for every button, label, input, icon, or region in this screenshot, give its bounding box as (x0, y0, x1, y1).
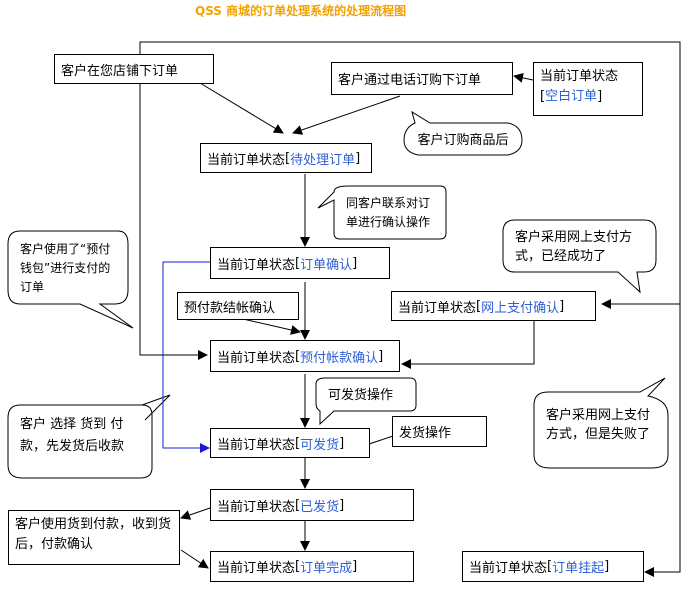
arrow-blank-to-phone (513, 72, 534, 83)
box-cod-confirm: 客户使用货到付款，收到货后，付款确认 (8, 510, 180, 565)
callout-cod-choice-shape (7, 394, 171, 479)
box-prepay-account-prefix: 当前订单状态 (217, 350, 296, 366)
box-ship-operation: 发货操作 (392, 416, 487, 447)
box-store-order-text: 客户在您店铺下订单 (61, 63, 179, 79)
status-shipped: 已发货 (300, 499, 340, 515)
box-blank-order-state: 当前订单状态 [空白订单] (533, 62, 643, 116)
box-cod-confirm-text: 客户使用货到付款，收到货后，付款确认 (15, 517, 172, 552)
callout-online-success: 客户采用网上支付方式，已经成功了 (515, 230, 633, 264)
box-shipped-prefix: 当前订单状态 (217, 499, 296, 515)
box-ship-operation-text: 发货操作 (399, 426, 452, 441)
callout-after-order-shape (403, 110, 523, 156)
status-blank-order: 空白订单 (545, 89, 598, 104)
box-online-pay-prefix: 当前订单状态 (398, 300, 477, 316)
status-order-suspended: 订单挂起 (552, 561, 605, 576)
status-online-pay-confirm: 网上支付确认 (481, 300, 560, 316)
box-prepay-settle-text: 预付款结帐确认 (184, 300, 276, 316)
status-can-ship: 可发货 (300, 437, 340, 453)
box-shipped: 当前订单状态[已发货] (210, 489, 414, 521)
arrow-online-to-prepay (401, 321, 535, 369)
box-phone-order-text: 客户通过电话订购下订单 (338, 73, 482, 88)
callout-online-fail: 客户采用网上支付方式，但是失败了 (546, 408, 651, 442)
box-suspended-prefix: 当前订单状态 (469, 561, 548, 576)
box-store-order: 客户在您店铺下订单 (54, 54, 214, 84)
callout-contact-shape (317, 185, 447, 240)
callout-wallet: 客户使用了“预付钱包”进行支付的订单 (20, 242, 111, 294)
callout-contact-customer: 同客户联系对订单进行确认操作 (346, 196, 431, 229)
box-prepay-account-confirm: 当前订单状态[预付帐款确认] (210, 340, 400, 372)
box-online-pay-confirm: 当前订单状态[网上支付确认] (391, 291, 596, 321)
box-prepay-settle: 预付款结帐确认 (177, 292, 299, 320)
box-phone-order: 客户通过电话订购下订单 (331, 62, 513, 95)
arrow-shipped-to-codbox (180, 507, 211, 520)
box-can-ship: 当前订单状态[可发货] (210, 428, 370, 458)
arrow-store-to-pending (194, 79, 284, 134)
arrow-codbox-to-complete (180, 549, 209, 569)
arrow-phone-to-pending (292, 95, 401, 135)
box-blank-prefix: 当前订单状态 (540, 69, 619, 84)
callout-online-fail-shape (533, 377, 669, 469)
line-wallet-to-prepay (139, 84, 208, 360)
box-order-complete: 当前订单状态[订单完成] (210, 551, 414, 582)
callout-cod-choice: 客户 选择 货到 付款，先发货后收款 (20, 417, 125, 454)
diagram-title: QSS 商城的订单处理系统的处理流程图 (195, 4, 407, 18)
callout-after-order: 客户订购商品后 (417, 133, 509, 148)
box-pending-order: 当前订单状态[待处理订单] (200, 143, 372, 173)
callout-can-ship-shape (315, 377, 417, 426)
status-prepay-account-confirm: 预付帐款确认 (300, 350, 379, 366)
line-top-rail (139, 41, 681, 577)
box-order-confirm: 当前订单状态[订单确认] (210, 247, 390, 279)
callout-wallet-shape (7, 230, 134, 329)
box-complete-prefix: 当前订单状态 (217, 561, 296, 576)
box-can-ship-prefix: 当前订单状态 (217, 437, 296, 453)
arrow-cod-path (162, 261, 210, 453)
callout-online-success-shape (502, 219, 657, 294)
callout-can-ship-op: 可发货操作 (328, 388, 394, 403)
status-pending-order: 待处理订单 (290, 152, 356, 168)
status-order-confirm: 订单确认 (300, 257, 353, 273)
box-pending-prefix: 当前订单状态 (207, 152, 286, 168)
box-confirm-prefix: 当前订单状态 (217, 257, 296, 273)
box-order-suspended: 当前订单状态[订单挂起] (462, 551, 644, 582)
status-order-complete: 订单完成 (300, 561, 353, 576)
